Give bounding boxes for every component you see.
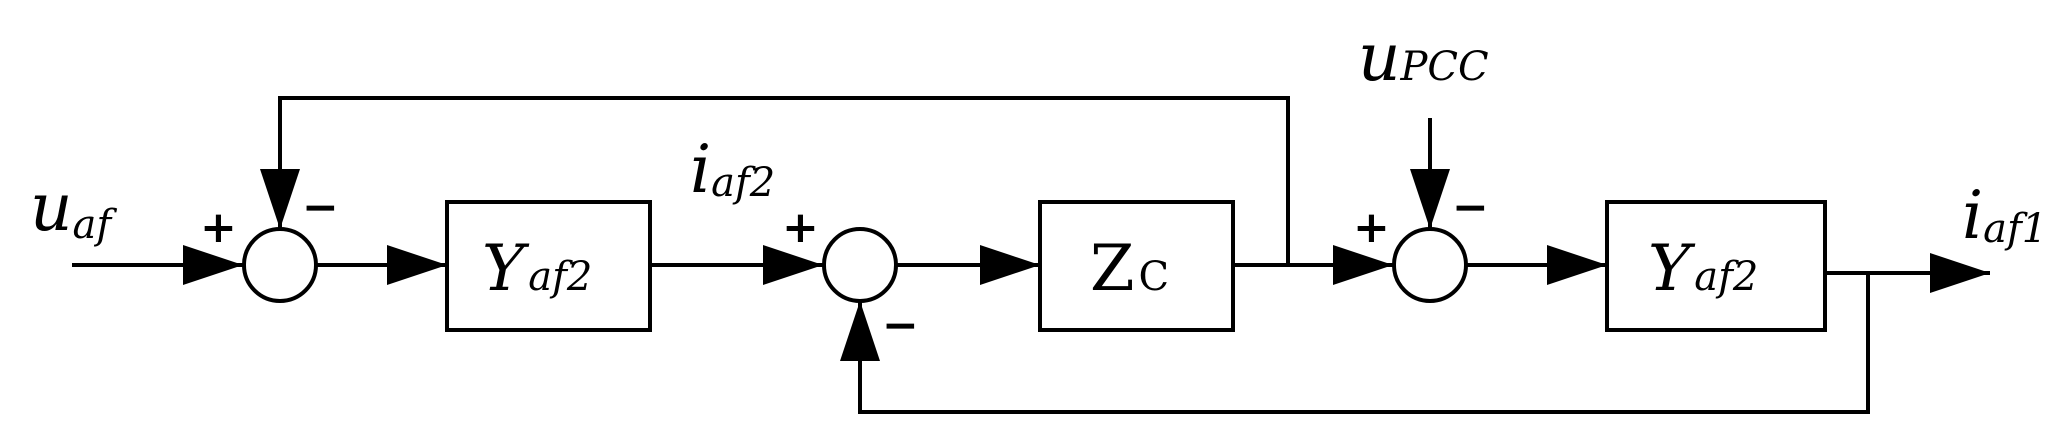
label-i-af1: iaf1 xyxy=(1962,177,2047,254)
sum1-minus-sign: − xyxy=(302,182,339,233)
sum3-minus-sign: − xyxy=(1452,182,1489,233)
summing-junction-1 xyxy=(242,227,318,303)
label-i-af2: iaf2 xyxy=(690,131,775,208)
summing-junction-2 xyxy=(822,227,898,303)
sum1-plus-sign: + xyxy=(200,202,237,253)
label-u-pcc: uPCC xyxy=(1358,19,1489,96)
block-z-c xyxy=(1038,200,1235,332)
feedback-path-top xyxy=(260,96,1290,265)
block-y-af2-right xyxy=(1605,200,1827,332)
sum3-plus-sign: + xyxy=(1353,202,1390,253)
sum2-minus-sign: − xyxy=(882,300,919,351)
sum2-plus-sign: + xyxy=(782,202,819,253)
summing-junction-3 xyxy=(1392,227,1468,303)
label-u-af: uaf xyxy=(30,169,117,248)
feedback-path-bottom xyxy=(840,273,1870,414)
